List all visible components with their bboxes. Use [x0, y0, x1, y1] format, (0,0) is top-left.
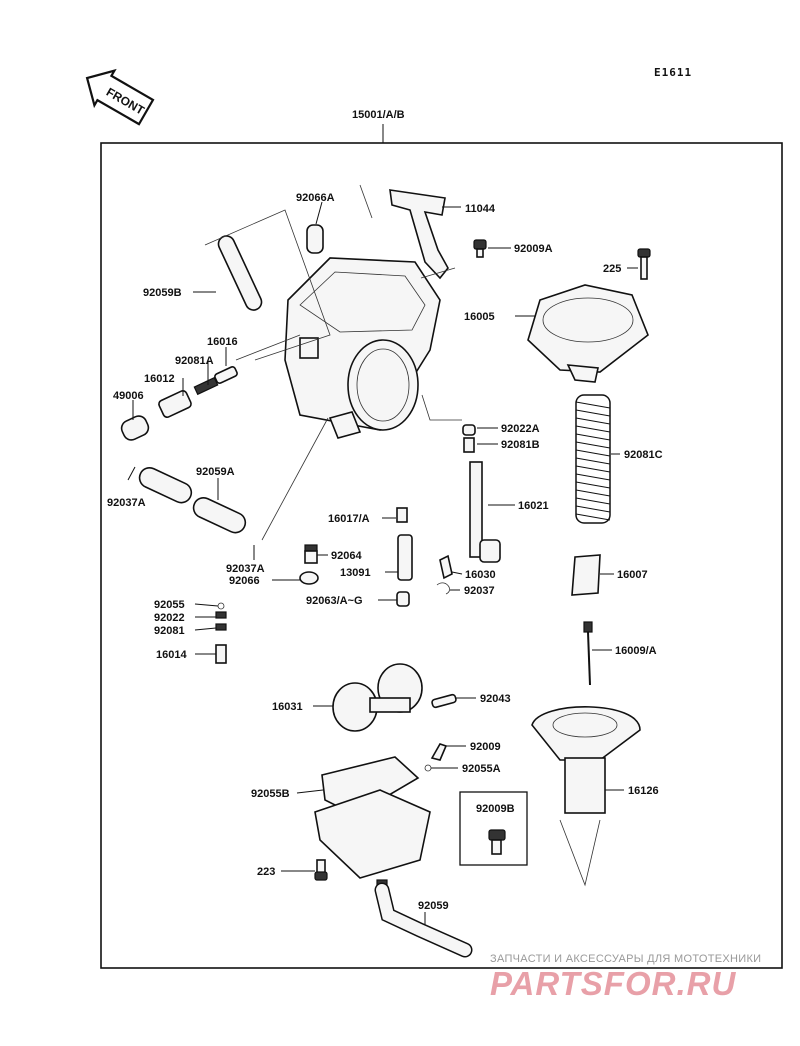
callout-16031: 16031 — [272, 701, 303, 713]
clip-16030 — [439, 554, 453, 580]
jet-16017a — [396, 507, 408, 523]
spring-92081c — [575, 394, 611, 524]
callout-92081b: 92081B — [501, 439, 540, 451]
leader-lines — [127, 201, 638, 925]
callout-225: 225 — [603, 263, 621, 275]
watermark-tagline: ЗАПЧАСТИ И АКСЕССУАРЫ ДЛЯ МОТОТЕХНИКИ — [490, 953, 761, 965]
callout-92037: 92037 — [464, 585, 495, 597]
throttle-bracket — [389, 189, 449, 280]
callout-92081: 92081 — [154, 625, 185, 637]
front-arrow-icon: FRONT — [85, 68, 155, 126]
callout-11044: 11044 — [465, 203, 496, 215]
callout-92055: 92055 — [154, 599, 185, 611]
guide-lines — [204, 184, 601, 887]
callout-92037a-1: 92037A — [107, 497, 146, 509]
choke-plunger — [120, 366, 238, 441]
inset-box — [459, 791, 528, 866]
tube-92059a-2 — [192, 497, 247, 534]
screw-92009b — [488, 829, 506, 855]
callout-16021: 16021 — [518, 500, 549, 512]
callout-92063: 92063/A~G — [306, 595, 363, 607]
callout-92064: 92064 — [331, 550, 362, 562]
pin-92043 — [431, 693, 457, 709]
callout-92066a: 92066A — [296, 192, 335, 204]
pilot-screw-set — [215, 602, 227, 664]
callout-223: 223 — [257, 866, 275, 878]
callout-13091: 13091 — [340, 567, 371, 579]
tube-92059b — [217, 235, 263, 311]
callout-92055b: 92055B — [251, 788, 290, 800]
tube-92059a-1 — [138, 467, 193, 504]
callout-92009a: 92009A — [514, 243, 553, 255]
callout-92037a-2: 92037A — [226, 563, 265, 575]
callout-16012: 16012 — [144, 373, 175, 385]
callout-92009: 92009 — [470, 741, 501, 753]
slide-16126 — [531, 706, 641, 814]
washer-92055a — [424, 764, 432, 772]
callout-92022: 92022 — [154, 612, 185, 624]
assembly-frame — [100, 142, 783, 969]
callout-16014: 16014 — [156, 649, 187, 661]
callout-49006: 49006 — [113, 390, 144, 402]
watermark-brand: PARTSFOR.RU — [490, 965, 736, 1002]
holder-16007 — [571, 554, 601, 596]
top-cover — [527, 284, 649, 383]
callout-92059: 92059 — [418, 900, 449, 912]
callout-92043: 92043 — [480, 693, 511, 705]
jet-13091 — [397, 534, 413, 581]
callout-92066: 92066 — [229, 575, 260, 587]
callout-16005: 16005 — [464, 311, 495, 323]
callout-16009a: 16009/A — [615, 645, 657, 657]
needle-jet — [462, 424, 501, 563]
assembly-label: 15001/A/B — [352, 109, 405, 121]
callout-16016: 16016 — [207, 336, 238, 348]
callout-16007: 16007 — [617, 569, 648, 581]
screw-225 — [637, 248, 651, 280]
needle-valve-92009 — [430, 743, 448, 761]
jet-92063 — [396, 591, 410, 607]
callout-92009b: 92009B — [476, 803, 515, 815]
callout-92022a: 92022A — [501, 423, 540, 435]
callout-16126: 16126 — [628, 785, 659, 797]
screw-92009a — [473, 239, 487, 258]
callout-92081c: 92081C — [624, 449, 663, 461]
screw-223 — [314, 859, 328, 881]
drain-tube-92059 — [374, 879, 473, 958]
diagram-code: E1611 — [654, 66, 692, 79]
jet-needle — [583, 621, 593, 686]
carburetor-body — [284, 224, 441, 439]
callout-16017a: 16017/A — [328, 513, 370, 525]
jet-92064 — [304, 544, 318, 564]
float-16031 — [332, 663, 423, 732]
oring-92066 — [299, 571, 319, 585]
callout-92081a: 92081A — [175, 355, 214, 367]
callout-92059a: 92059A — [196, 466, 235, 478]
float-bowl — [314, 789, 431, 879]
callout-16030: 16030 — [465, 569, 496, 581]
callout-92055a: 92055A — [462, 763, 501, 775]
clip-92037 — [436, 582, 450, 595]
callout-92059b: 92059B — [143, 287, 182, 299]
